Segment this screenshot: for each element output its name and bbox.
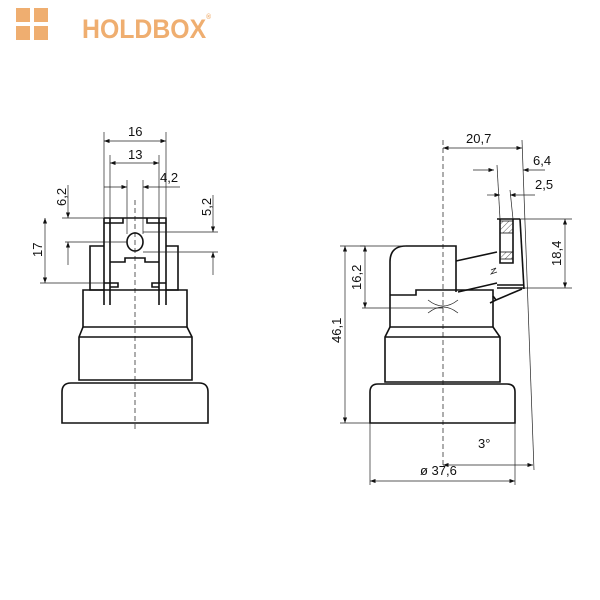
logo-square — [34, 26, 48, 40]
dim-6-4: 6,4 — [533, 153, 551, 168]
body-band — [389, 295, 494, 328]
registered-mark: ® — [206, 14, 211, 21]
dim-2-5: 2,5 — [535, 177, 553, 192]
mid-body — [78, 326, 193, 381]
logo-square — [16, 8, 30, 22]
clamp-block — [497, 218, 524, 289]
dim-angle: 3° — [478, 436, 490, 451]
arm-lower — [495, 288, 523, 301]
logo-square — [34, 8, 48, 22]
dim-5-2: 5,2 — [199, 198, 214, 216]
side-view: 20,7 6,4 2,5 18,4 16,2 46,1 3° ø 37,6 — [329, 131, 572, 485]
clip — [110, 257, 159, 263]
base — [369, 383, 516, 424]
dim-16: 16 — [128, 124, 142, 139]
dim-46-1: 46,1 — [329, 318, 344, 343]
dim-16-2: 16,2 — [349, 265, 364, 290]
mid-body — [384, 326, 501, 383]
dim-4-2: 4,2 — [160, 170, 178, 185]
dim-diameter: ø 37,6 — [420, 463, 457, 478]
dim-13: 13 — [128, 147, 142, 162]
dim-17: 17 — [30, 243, 45, 257]
break-mark — [489, 267, 498, 275]
dim-18-4: 18,4 — [549, 241, 564, 266]
arc-marks — [427, 299, 459, 314]
dim-20-7: 20,7 — [466, 131, 491, 146]
hatch-top — [499, 220, 514, 234]
brand-text: HOLDBOX — [82, 14, 207, 44]
front-view: 16 13 4,2 6,2 17 5,2 — [30, 124, 218, 430]
elbow — [389, 245, 457, 295]
logo-square — [16, 26, 30, 40]
dim-6-2: 6,2 — [54, 188, 69, 206]
arm — [455, 251, 498, 293]
lower-clip — [104, 282, 166, 288]
hatch-bottom — [499, 251, 514, 260]
base — [61, 382, 209, 424]
brand-name: HOLDBOX® — [82, 14, 211, 45]
